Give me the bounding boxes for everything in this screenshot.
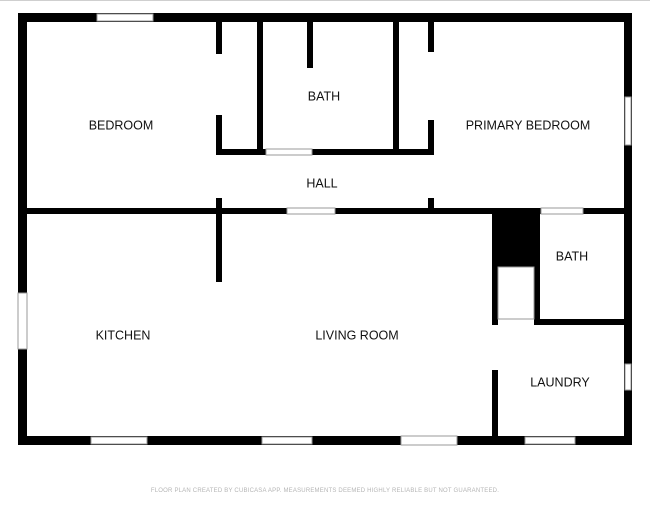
room-label-kitchen: KITCHEN xyxy=(96,328,151,342)
room-label-primary-bedroom: PRIMARY BEDROOM xyxy=(466,118,591,132)
room-label-bath-right: BATH xyxy=(556,249,588,263)
exterior-wall-top xyxy=(18,13,632,22)
door-bath-hall-frame xyxy=(265,148,313,156)
wall-bath-left xyxy=(257,20,263,155)
wall-bath-right xyxy=(393,20,399,155)
window-living-bottom xyxy=(261,436,313,445)
wall-hall-left-stub xyxy=(216,198,222,210)
wall-closet-left xyxy=(492,210,498,325)
exterior-wall-bottom xyxy=(18,436,632,445)
window-primary-right xyxy=(624,96,632,146)
closet-opening-frame xyxy=(497,266,535,320)
window-laundry-right xyxy=(624,363,632,391)
wall-bath-right-left xyxy=(534,210,540,325)
window-laundry-bottom xyxy=(524,436,576,445)
wall-kitchen-partial xyxy=(216,210,222,282)
disclaimer-footer: FLOOR PLAN CREATED BY CUBICASA APP. MEAS… xyxy=(151,488,499,494)
door-front-frame xyxy=(400,435,458,446)
room-label-laundry: LAUNDRY xyxy=(530,375,590,389)
room-label-living-room: LIVING ROOM xyxy=(315,328,398,342)
window-bedroom-top xyxy=(96,13,154,22)
wall-primary-left-lower xyxy=(428,120,434,155)
room-label-hall: HALL xyxy=(306,176,337,190)
top-edge-line xyxy=(0,0,650,1)
door-bath-right-top-frame xyxy=(540,207,584,215)
room-labels: BEDROOM BATH PRIMARY BEDROOM HALL BATH K… xyxy=(89,89,591,389)
walls xyxy=(18,13,632,445)
wall-primary-left-stub xyxy=(428,198,434,210)
wall-laundry-left xyxy=(492,370,498,440)
windows xyxy=(90,13,632,445)
wall-bath-inner-stub xyxy=(307,20,313,68)
wall-primary-left-top xyxy=(428,20,434,52)
wall-bedroom-right-lower xyxy=(216,115,222,155)
door-kitchen-side-frame xyxy=(17,292,28,350)
closet-solid xyxy=(492,210,539,267)
wall-bath-right-bottom xyxy=(534,319,630,325)
door-hall-living-frame xyxy=(286,207,336,215)
wall-bath-bottom-left xyxy=(216,149,266,155)
exterior-wall-left xyxy=(18,13,27,445)
openings xyxy=(17,148,584,446)
exterior-wall-right xyxy=(624,13,632,445)
wall-bath-bottom-right xyxy=(312,149,434,155)
room-label-bath-upper: BATH xyxy=(308,89,340,103)
wall-bedroom-right-top xyxy=(216,20,222,54)
window-kitchen-bottom xyxy=(90,436,148,445)
room-label-bedroom: BEDROOM xyxy=(89,118,154,132)
